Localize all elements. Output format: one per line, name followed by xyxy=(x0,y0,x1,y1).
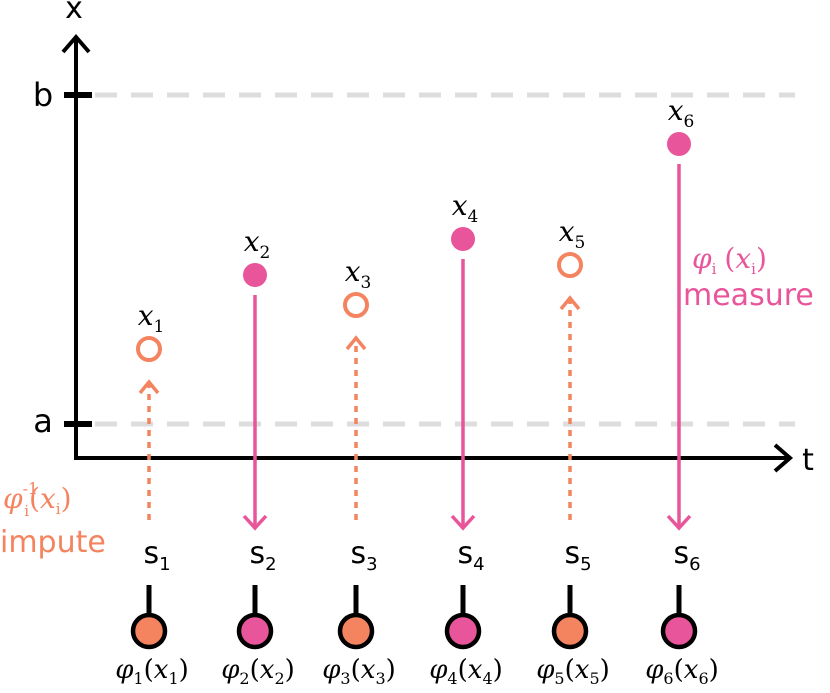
imputed-point xyxy=(343,292,369,318)
node-circle xyxy=(337,612,375,650)
node-circle xyxy=(660,612,698,650)
measure-arrowhead xyxy=(242,514,268,531)
impute-arrowhead xyxy=(138,379,160,395)
state-label: s3 xyxy=(350,536,377,575)
state-label: s5 xyxy=(564,536,591,575)
impute-label: impute xyxy=(0,525,106,560)
node-circle xyxy=(130,612,168,650)
value-label: x3 xyxy=(345,255,372,293)
state-label: s2 xyxy=(249,536,276,575)
x-axis-arrowhead xyxy=(773,443,794,473)
node-label: φ2(x2) xyxy=(221,655,295,688)
time-step-1: x1 s1 φ1(x1) xyxy=(115,299,189,688)
measure-arrowhead xyxy=(450,514,476,531)
measured-point xyxy=(243,263,267,287)
x-axis-label: t xyxy=(802,443,814,478)
state-label: s6 xyxy=(673,536,700,575)
node-circle xyxy=(551,612,589,650)
node-label: φ4(x4) xyxy=(429,655,503,688)
y-axis-label: x xyxy=(65,0,83,26)
y-axis-arrowhead xyxy=(61,33,91,54)
measured-point xyxy=(451,227,475,251)
node-label: φ5(x5) xyxy=(536,655,610,688)
time-step-6: x6 s6 φ6(x6) xyxy=(645,94,719,688)
impute-arrowhead xyxy=(559,295,581,311)
time-step-4: x4 s4 φ4(x4) xyxy=(429,189,503,688)
node-label: φ3(x3) xyxy=(322,655,396,688)
upper-bound-label: b xyxy=(33,76,53,114)
value-label: x2 xyxy=(244,225,271,263)
node-circle xyxy=(444,612,482,650)
imputed-point xyxy=(557,252,583,278)
time-step-2: x2 s2 φ2(x2) xyxy=(221,225,295,688)
measure-formula: φi(xi) xyxy=(692,242,767,278)
measure-arrowhead xyxy=(666,514,692,531)
measure-legend: φi(xi) measure xyxy=(683,242,814,313)
node-circle xyxy=(236,612,274,650)
time-step-5: x5 s5 φ5(x5) xyxy=(536,215,610,688)
state-label: s1 xyxy=(143,536,170,575)
value-label: x1 xyxy=(138,299,165,337)
imputed-point xyxy=(136,336,162,362)
lower-bound-label: a xyxy=(33,402,53,440)
node-label: φ1(x1) xyxy=(115,655,189,688)
impute-arrowhead xyxy=(345,335,367,351)
value-label: x4 xyxy=(452,189,479,227)
value-label: x5 xyxy=(559,215,586,253)
value-label: x6 xyxy=(668,94,695,132)
state-label: s4 xyxy=(457,536,484,575)
points-layer: x1 s1 φ1(x1) x2 s2 φ2(x2) x3 s3 φ3(x3) x4 s4 φ4(x4)… xyxy=(115,94,719,688)
measure-label: measure xyxy=(683,278,814,313)
time-step-3: x3 s3 φ3(x3) xyxy=(322,255,396,688)
measured-point xyxy=(667,132,691,156)
node-label: φ6(x6) xyxy=(645,655,719,688)
